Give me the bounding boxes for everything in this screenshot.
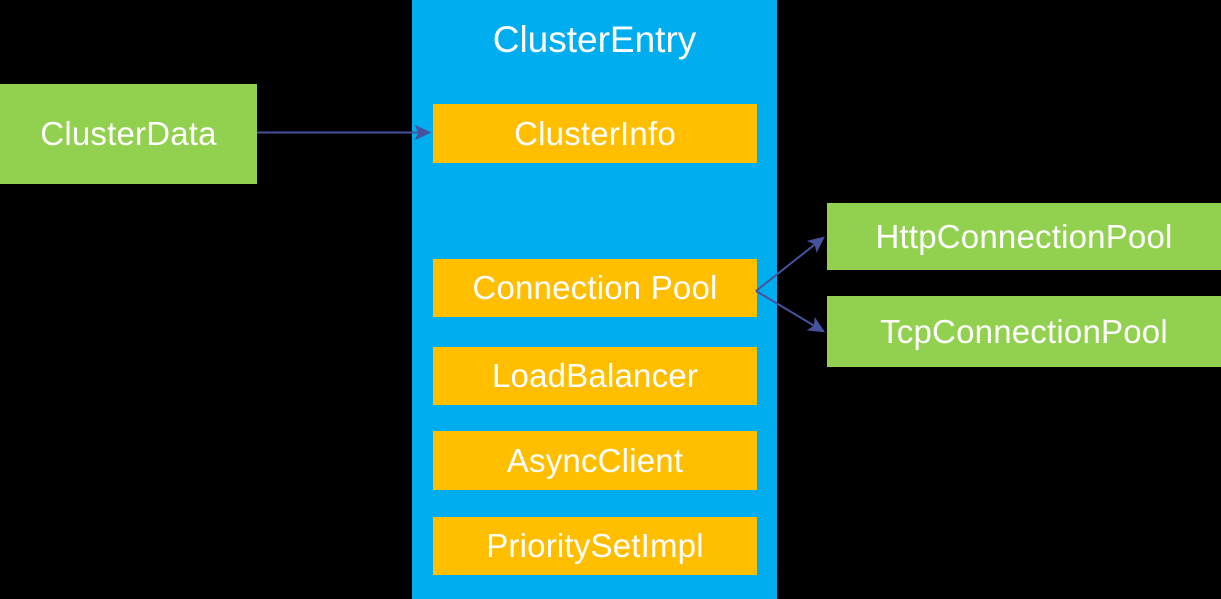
node-cluster-data[interactable]: ClusterData <box>0 84 257 184</box>
node-http-connection-pool[interactable]: HttpConnectionPool <box>827 203 1221 270</box>
node-cluster-info[interactable]: ClusterInfo <box>433 104 757 163</box>
node-async-client[interactable]: AsyncClient <box>433 431 757 490</box>
cluster-entry-title: ClusterEntry <box>492 19 697 60</box>
node-priority-set-impl[interactable]: PrioritySetImpl <box>433 517 757 575</box>
node-tcp-connection-pool[interactable]: TcpConnectionPool <box>827 296 1221 367</box>
node-load-balancer[interactable]: LoadBalancer <box>433 347 757 405</box>
node-connection-pool[interactable]: Connection Pool <box>433 259 757 317</box>
